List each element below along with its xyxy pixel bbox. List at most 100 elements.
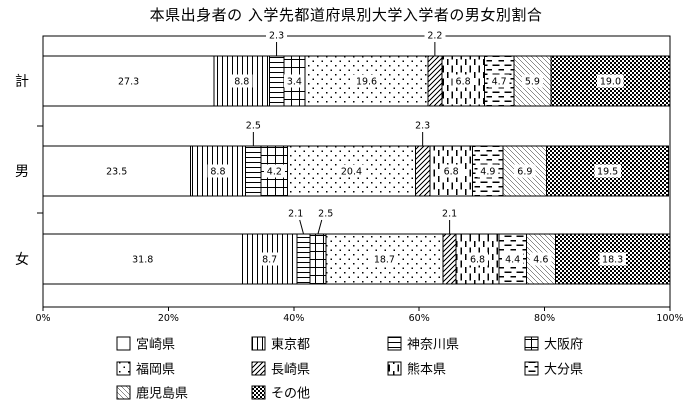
legend-label: 宮崎県	[136, 337, 175, 353]
callout-label: 2.2	[427, 31, 442, 42]
callout-label: 2.1	[288, 209, 303, 220]
value-label: 19.6	[356, 77, 377, 88]
legend-item: 東京都	[251, 336, 310, 353]
x-axis-label: 40%	[283, 313, 304, 324]
x-axis-label: 80%	[534, 313, 555, 324]
value-label-bg	[488, 74, 510, 88]
legend-item: 鹿児島県	[116, 385, 188, 402]
value-label-bg	[115, 74, 142, 88]
legend-swatch	[524, 361, 539, 376]
callout-leader	[299, 219, 305, 235]
value-label: 31.8	[132, 255, 153, 266]
value-label-bg	[521, 74, 543, 88]
value-label: 4.9	[480, 167, 495, 178]
value-label-bg	[440, 164, 462, 178]
legend-item: 宮崎県	[116, 336, 175, 353]
value-label: 19.5	[597, 167, 618, 178]
legend-label: 東京都	[271, 337, 310, 353]
legend-swatch	[251, 385, 266, 400]
callout-label: 2.5	[246, 121, 261, 132]
value-label-bg	[371, 252, 398, 266]
callout-label-bg	[424, 29, 446, 41]
value-label: 8.8	[234, 77, 249, 88]
value-label: 8.7	[262, 255, 277, 266]
x-axis-label: 20%	[158, 313, 179, 324]
value-label: 18.7	[374, 255, 395, 266]
value-label: 3.4	[287, 77, 302, 88]
legend-swatch	[387, 336, 402, 351]
value-label: 6.8	[456, 77, 471, 88]
legend-item: 大阪府	[524, 336, 583, 353]
value-label-bg	[207, 164, 229, 178]
bar-segment	[414, 145, 431, 197]
value-label: 8.8	[210, 167, 225, 178]
value-label-bg	[129, 252, 156, 266]
bar-segment	[427, 55, 443, 107]
legend-swatch	[524, 336, 539, 351]
legend-swatch	[387, 361, 402, 376]
chart-title: 本県出身者の 入学先都道府県別大学入学者の男女別割合	[150, 6, 543, 24]
value-label: 4.2	[267, 167, 282, 178]
value-label-bg	[514, 164, 536, 178]
callout-label: 2.3	[415, 121, 430, 132]
x-axis-label: 60%	[409, 313, 430, 324]
legend-item: その他	[251, 385, 310, 402]
x-axis-label: 100%	[656, 313, 683, 324]
value-label-bg	[259, 252, 281, 266]
category-label: 計	[15, 74, 29, 90]
legend-item: 大分県	[524, 361, 583, 378]
category-label: 男	[15, 164, 29, 180]
callout-label-bg	[242, 119, 264, 131]
value-label: 5.9	[525, 77, 540, 88]
value-label: 18.3	[602, 255, 623, 266]
legend-label: その他	[271, 387, 310, 402]
value-label-bg	[599, 252, 626, 266]
callout-label-bg	[265, 29, 288, 41]
legend-item: 長崎県	[251, 361, 310, 378]
value-label-bg	[231, 74, 253, 88]
legend-swatch	[116, 385, 131, 400]
legend-label: 鹿児島県	[136, 386, 188, 402]
value-label-bg	[103, 164, 130, 178]
legend-label: 長崎県	[271, 363, 310, 378]
value-label-bg	[263, 164, 285, 178]
value-label: 4.6	[533, 255, 548, 266]
legend-swatch	[251, 336, 266, 351]
callout-leader	[317, 219, 323, 235]
value-label: 6.8	[444, 167, 459, 178]
legend-item: 熊本県	[387, 361, 446, 378]
value-label: 23.5	[106, 167, 127, 178]
x-axis-label: 0%	[35, 313, 50, 324]
bar-segment	[268, 55, 285, 107]
legend-label: 大分県	[544, 363, 583, 378]
callout-label: 2.5	[318, 209, 333, 220]
legend-item: 福岡県	[116, 361, 175, 378]
value-label: 20.4	[341, 167, 362, 178]
callout-label-bg	[412, 119, 434, 131]
value-label-bg	[283, 74, 306, 88]
value-label-bg	[594, 164, 621, 178]
bar-segment	[245, 145, 262, 197]
value-label-bg	[338, 164, 365, 178]
legend-label: 神奈川県	[407, 338, 459, 353]
bar-segment	[42, 55, 215, 107]
value-label: 19.0	[600, 77, 621, 88]
bar-segment	[442, 233, 457, 285]
legend-swatch	[251, 361, 266, 376]
value-label-bg	[452, 74, 474, 88]
value-label: 6.8	[470, 255, 485, 266]
value-label-bg	[353, 74, 380, 88]
bar-segment	[309, 233, 327, 285]
callout-label-bg	[315, 207, 337, 219]
callout-label: 2.3	[269, 31, 284, 42]
legend-label: 熊本県	[407, 362, 446, 378]
value-label-bg	[466, 252, 489, 266]
value-label: 6.9	[517, 167, 532, 178]
value-label: 4.7	[492, 77, 507, 88]
legend-swatch	[116, 336, 131, 351]
callout-label: 2.1	[442, 209, 457, 220]
value-label-bg	[530, 252, 552, 266]
